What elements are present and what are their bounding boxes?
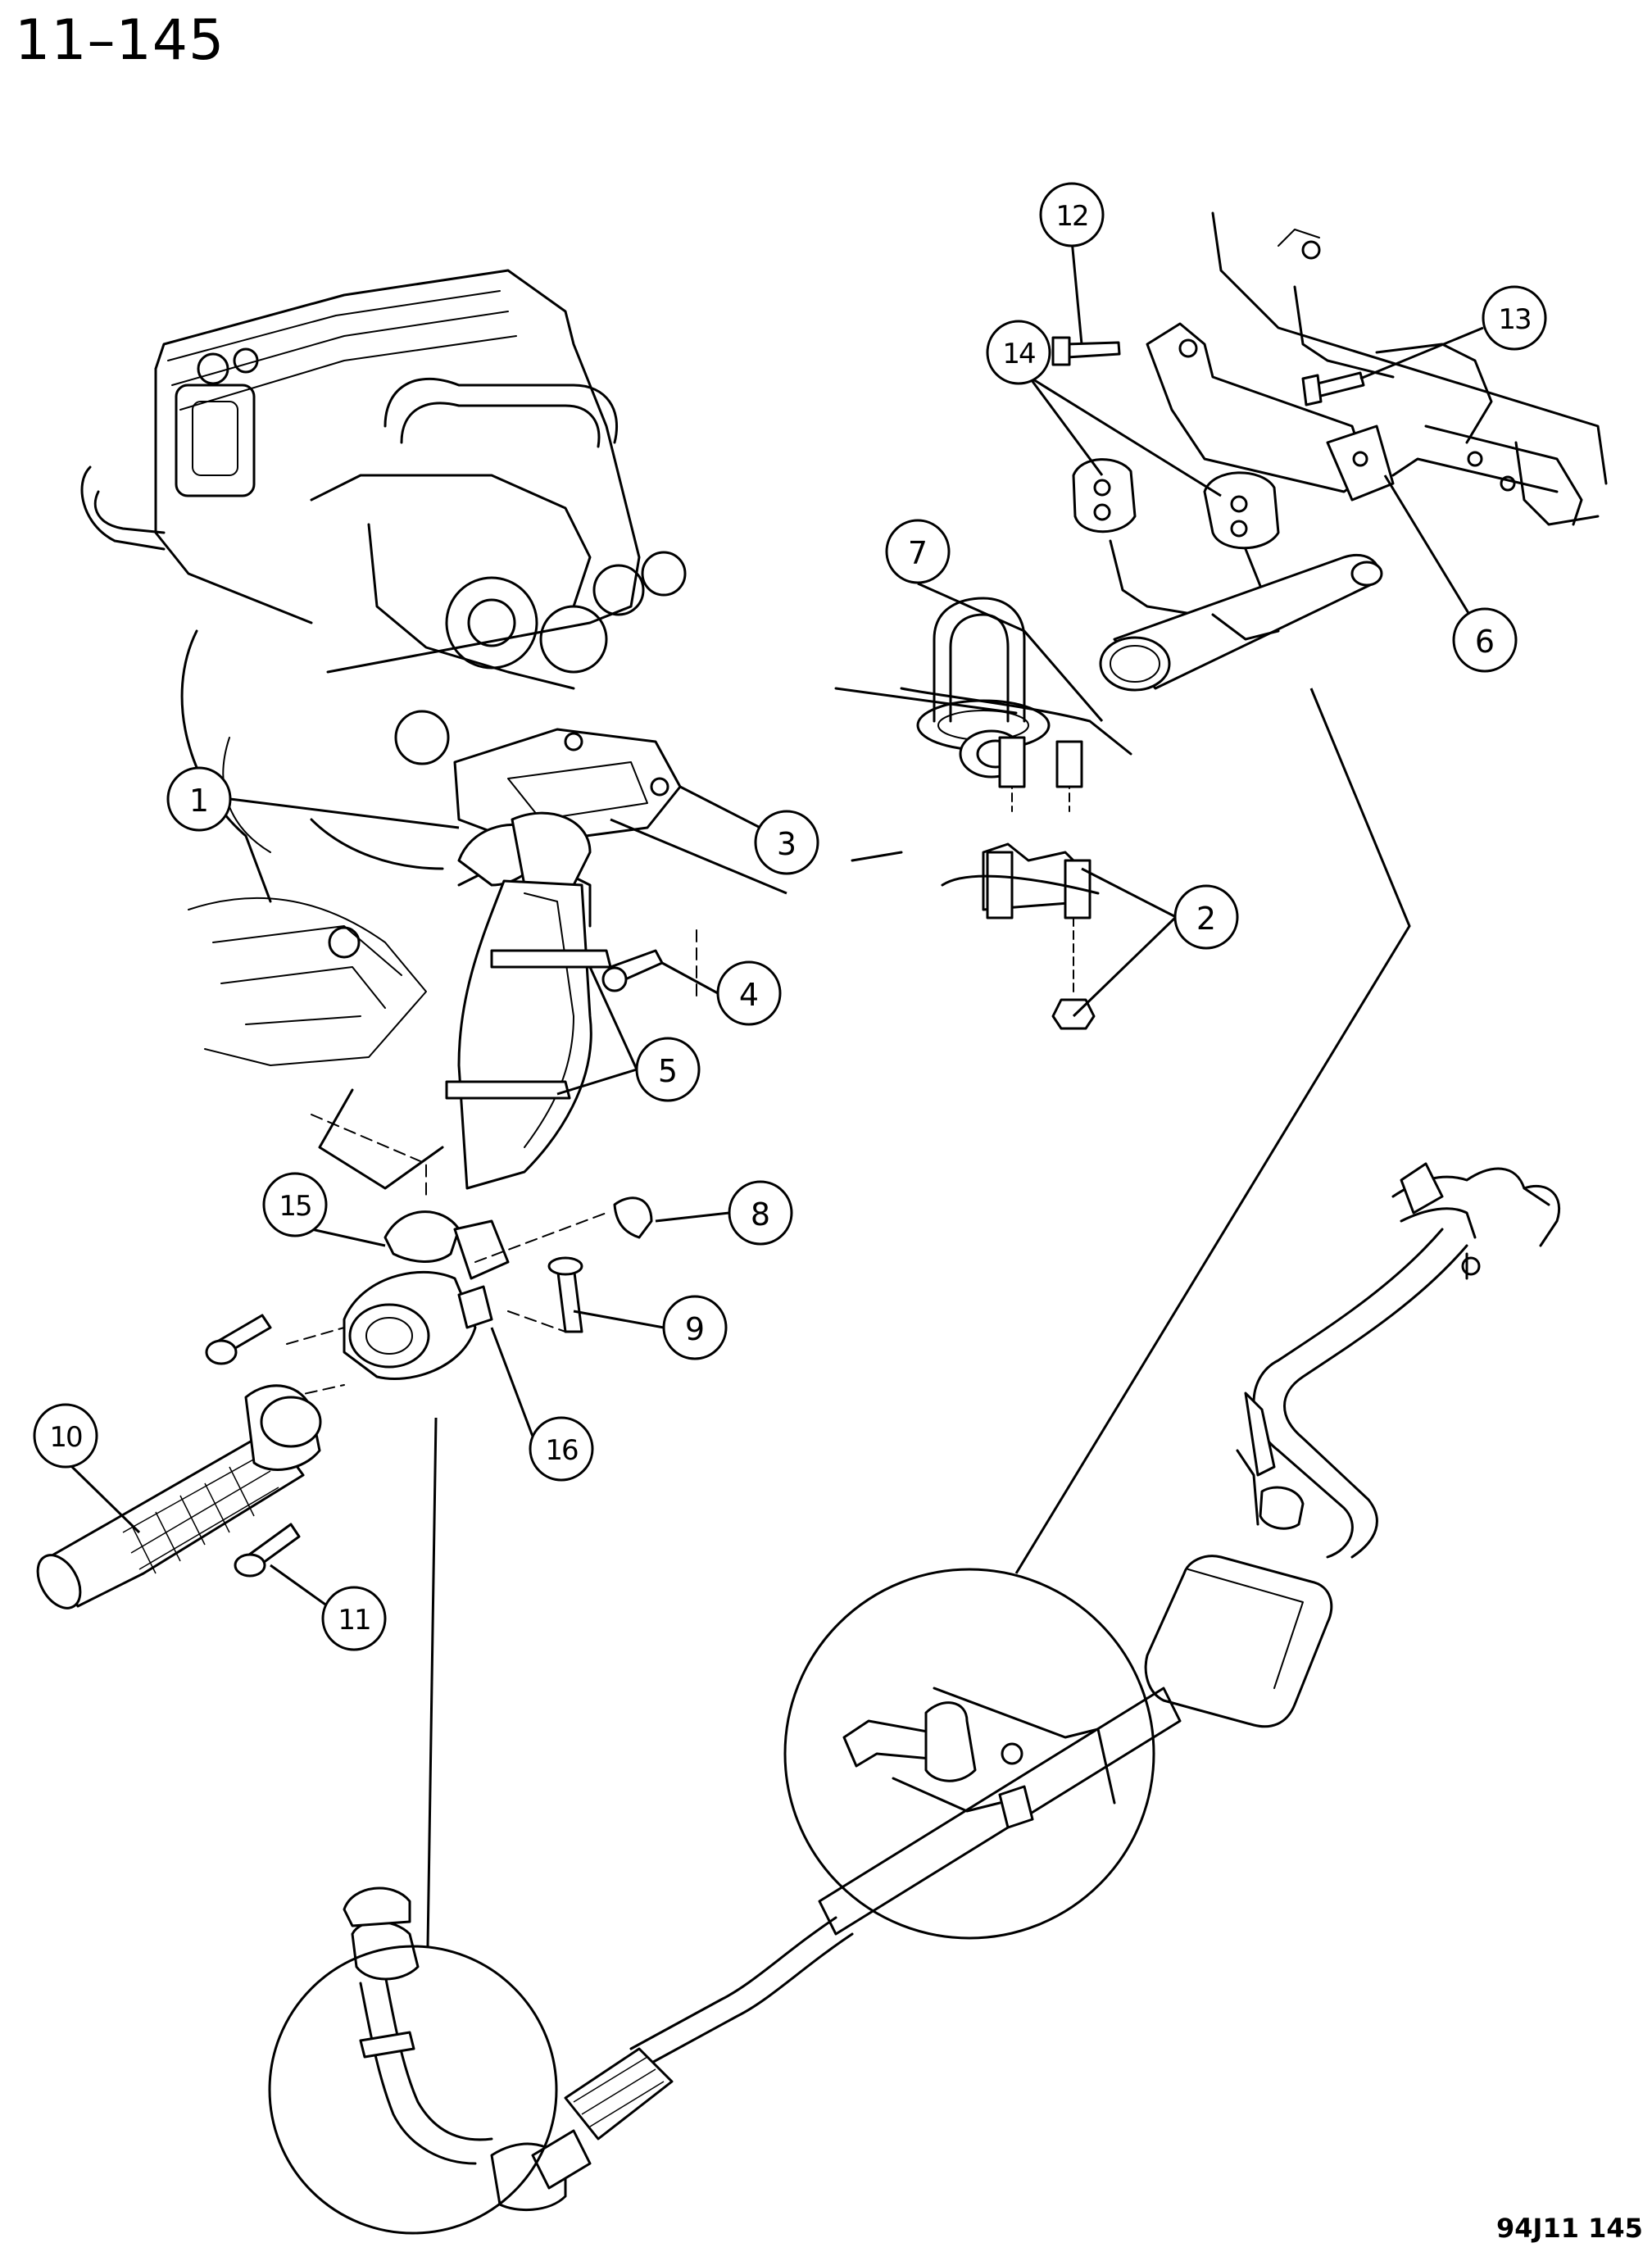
callout-13-label: 13 — [1498, 303, 1530, 336]
callout-5-label: 5 — [658, 1053, 678, 1089]
callout-3-label: 3 — [777, 826, 796, 862]
page-number: 11–145 — [15, 8, 225, 73]
exhaust-system-overview — [343, 1162, 1561, 2212]
callout-2: 2 — [1173, 884, 1239, 950]
callout-14: 14 — [986, 320, 1051, 385]
callout-9-label: 9 — [685, 1311, 705, 1347]
callout-15-label: 15 — [279, 1190, 311, 1223]
callout-12: 12 — [1039, 182, 1105, 247]
callouts: 1 2 3 4 5 6 7 — [33, 182, 1547, 1651]
callout-11-label: 11 — [338, 1604, 370, 1637]
flex-pipe — [36, 1384, 322, 1609]
callout-13: 13 — [1482, 285, 1547, 351]
callout-4-label: 4 — [739, 977, 759, 1013]
callout-7: 7 — [885, 519, 951, 584]
engine-illustration — [80, 269, 697, 1197]
callout-9: 9 — [662, 1295, 728, 1360]
callout-1: 1 — [166, 766, 232, 832]
callout-4: 4 — [716, 960, 782, 1026]
detail-circle-downpipe — [268, 1945, 558, 2235]
callout-8-label: 8 — [751, 1196, 770, 1233]
callout-10-label: 10 — [49, 1421, 82, 1454]
callout-12-label: 12 — [1055, 200, 1087, 233]
callout-14-label: 14 — [1002, 338, 1035, 370]
callout-11: 11 — [321, 1586, 387, 1651]
figure-code: 94J11 145 — [1496, 2213, 1643, 2244]
hanger-assembly — [1051, 211, 1608, 692]
callout-1-label: 1 — [189, 783, 209, 819]
callout-6-label: 6 — [1475, 624, 1495, 660]
callout-8: 8 — [728, 1180, 793, 1246]
callout-3: 3 — [754, 810, 819, 875]
u-bolt-clamp — [834, 597, 1132, 1030]
callout-6: 6 — [1452, 607, 1518, 673]
detail-circle-hanger — [783, 1568, 1155, 1940]
callout-16: 16 — [529, 1416, 594, 1482]
callout-2-label: 2 — [1196, 901, 1216, 937]
callout-5: 5 — [635, 1037, 701, 1102]
callout-15: 15 — [262, 1172, 328, 1237]
callout-10: 10 — [33, 1403, 98, 1469]
callout-16-label: 16 — [545, 1434, 578, 1467]
detail-circles — [268, 688, 1411, 2235]
callout-7-label: 7 — [908, 535, 928, 571]
flange-assembly — [205, 1196, 653, 1402]
